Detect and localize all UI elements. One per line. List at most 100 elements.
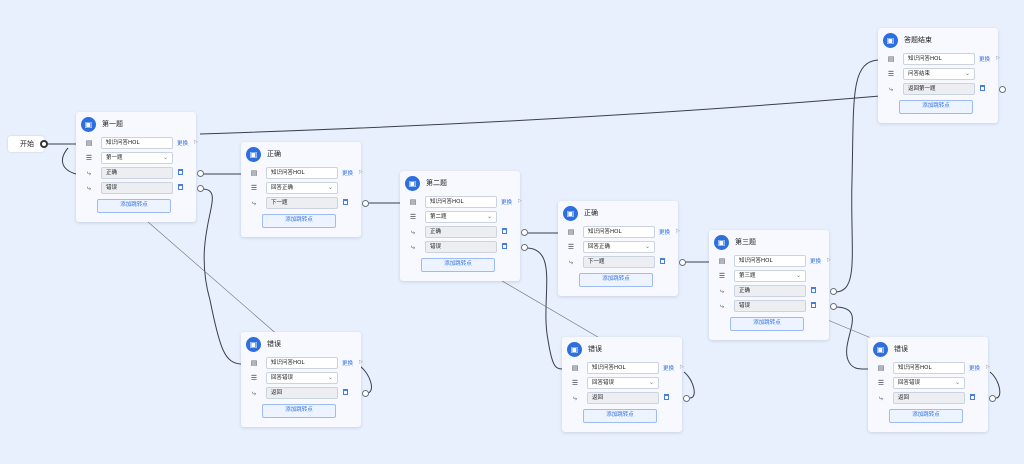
branch-field[interactable]: 返回 bbox=[893, 392, 965, 404]
delete-icon[interactable] bbox=[343, 199, 348, 205]
add-jump-button[interactable]: 添加跳转点 bbox=[889, 409, 963, 423]
play-icon[interactable]: ▷ bbox=[996, 55, 1000, 61]
branch-port[interactable] bbox=[999, 86, 1006, 93]
question-select[interactable]: 回答错误⌄ bbox=[266, 372, 338, 384]
play-icon[interactable]: ▷ bbox=[359, 359, 363, 365]
branch-port[interactable] bbox=[830, 288, 837, 295]
branch-field[interactable]: 返回第一题 bbox=[903, 83, 975, 95]
node-header[interactable]: ▣答题结束 bbox=[878, 28, 998, 52]
delete-icon[interactable] bbox=[811, 287, 816, 293]
start-port[interactable] bbox=[40, 140, 48, 148]
change-link[interactable]: 更换 bbox=[342, 171, 354, 177]
branch-field[interactable]: 错误 bbox=[734, 300, 806, 312]
knowledge-field[interactable]: 知识问答HOL bbox=[587, 362, 659, 374]
delete-icon[interactable] bbox=[343, 389, 348, 395]
branch-field[interactable]: 正确 bbox=[425, 226, 497, 238]
add-jump-button[interactable]: 添加跳转点 bbox=[899, 100, 973, 114]
node-header[interactable]: ▣错误 bbox=[562, 337, 682, 361]
change-link[interactable]: 更换 bbox=[501, 200, 513, 206]
node-header[interactable]: ▣正确 bbox=[558, 201, 678, 225]
add-jump-button[interactable]: 添加跳转点 bbox=[730, 317, 804, 331]
question-select[interactable]: 问答结束⌄ bbox=[903, 68, 975, 80]
branch-field[interactable]: 正确 bbox=[101, 167, 173, 179]
branch-port[interactable] bbox=[989, 395, 996, 402]
knowledge-field[interactable]: 知识问答HOL bbox=[734, 255, 806, 267]
add-jump-button[interactable]: 添加跳转点 bbox=[579, 273, 653, 287]
branch-port[interactable] bbox=[197, 170, 204, 177]
node-header[interactable]: ▣第一题 bbox=[76, 112, 196, 136]
node-header[interactable]: ▣第二题 bbox=[400, 171, 520, 195]
add-jump-button[interactable]: 添加跳转点 bbox=[262, 214, 336, 228]
knowledge-field[interactable]: 知识问答HOL bbox=[266, 357, 338, 369]
node-header[interactable]: ▣正确 bbox=[241, 142, 361, 166]
play-icon[interactable]: ▷ bbox=[518, 198, 522, 204]
change-link[interactable]: 更换 bbox=[659, 230, 671, 236]
question-select[interactable]: 回答错误⌄ bbox=[893, 377, 965, 389]
play-icon[interactable]: ▷ bbox=[827, 257, 831, 263]
node-header[interactable]: ▣错误 bbox=[241, 332, 361, 356]
delete-icon[interactable] bbox=[970, 394, 975, 400]
knowledge-field[interactable]: 知识问答HOL bbox=[583, 226, 655, 238]
delete-icon[interactable] bbox=[664, 394, 669, 400]
add-jump-button[interactable]: 添加跳转点 bbox=[262, 404, 336, 418]
question-select[interactable]: 第一题⌄ bbox=[101, 152, 173, 164]
branch-port[interactable] bbox=[683, 395, 690, 402]
change-link[interactable]: 更换 bbox=[969, 366, 981, 372]
question-select[interactable]: 回答错误⌄ bbox=[587, 377, 659, 389]
branch-port[interactable] bbox=[197, 185, 204, 192]
add-jump-button[interactable]: 添加跳转点 bbox=[97, 199, 171, 213]
change-link[interactable]: 更换 bbox=[177, 141, 189, 147]
question-select[interactable]: 回答正确⌄ bbox=[583, 241, 655, 253]
delete-icon[interactable] bbox=[660, 258, 665, 264]
change-link[interactable]: 更换 bbox=[979, 57, 991, 63]
branch-field[interactable]: 下一题 bbox=[583, 256, 655, 268]
branch-port[interactable] bbox=[362, 200, 369, 207]
branch-port[interactable] bbox=[521, 229, 528, 236]
change-link[interactable]: 更换 bbox=[342, 361, 354, 367]
change-link[interactable]: 更换 bbox=[810, 259, 822, 265]
play-icon[interactable]: ▷ bbox=[986, 364, 990, 370]
branch-field[interactable]: 正确 bbox=[734, 285, 806, 297]
delete-icon[interactable] bbox=[980, 85, 985, 91]
play-icon[interactable]: ▷ bbox=[676, 228, 680, 234]
branch-port[interactable] bbox=[830, 303, 837, 310]
branch-field[interactable]: 错误 bbox=[425, 241, 497, 253]
branch-field[interactable]: 下一题 bbox=[266, 197, 338, 209]
node-header[interactable]: ▣第三题 bbox=[709, 230, 829, 254]
question-select[interactable]: 回答正确⌄ bbox=[266, 182, 338, 194]
delete-icon[interactable] bbox=[178, 169, 183, 175]
knowledge-field[interactable]: 知识问答HOL bbox=[101, 137, 173, 149]
branch-field[interactable]: 返回 bbox=[266, 387, 338, 399]
play-icon[interactable]: ▷ bbox=[194, 139, 198, 145]
knowledge-field[interactable]: 知识问答HOL bbox=[893, 362, 965, 374]
question-select[interactable]: 第二题⌄ bbox=[425, 211, 497, 223]
add-jump-button[interactable]: 添加跳转点 bbox=[421, 258, 495, 272]
knowledge-field[interactable]: 知识问答HOL bbox=[425, 196, 497, 208]
delete-icon[interactable] bbox=[811, 302, 816, 308]
branch-port[interactable] bbox=[521, 244, 528, 251]
change-link[interactable]: 更换 bbox=[663, 366, 675, 372]
knowledge-field[interactable]: 知识问答HOL bbox=[903, 53, 975, 65]
branch-field[interactable]: 错误 bbox=[101, 182, 173, 194]
knowledge-field[interactable]: 知识问答HOL bbox=[266, 167, 338, 179]
start-node[interactable]: 开始 bbox=[8, 136, 48, 152]
add-jump-button[interactable]: 添加跳转点 bbox=[583, 409, 657, 423]
branch-field[interactable]: 返回 bbox=[587, 392, 659, 404]
delete-icon[interactable] bbox=[178, 184, 183, 190]
delete-icon[interactable] bbox=[502, 228, 507, 234]
branch-port[interactable] bbox=[679, 259, 686, 266]
question-select[interactable]: 第三题⌄ bbox=[734, 270, 806, 282]
node-header[interactable]: ▣错误 bbox=[868, 337, 988, 361]
play-icon[interactable]: ▷ bbox=[359, 169, 363, 175]
branch-port[interactable] bbox=[362, 390, 369, 397]
